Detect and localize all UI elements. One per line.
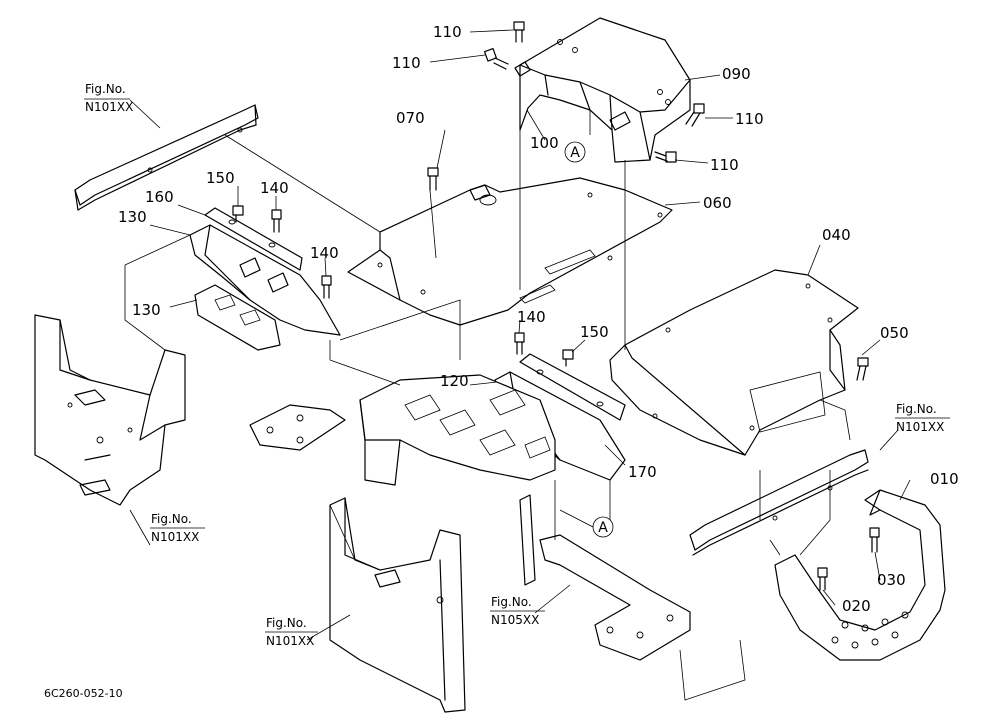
part-090-fender-cover	[514, 17, 691, 163]
bolt-150-centre	[562, 349, 574, 367]
fig-ref-upper-left: Fig.No. N101XX	[84, 82, 133, 114]
part-040-floor-plate	[609, 269, 859, 456]
label-090: 090	[722, 65, 751, 83]
label-135: 130	[132, 301, 161, 319]
label-070: 070	[396, 109, 425, 127]
label-140-left-lower: 140	[310, 244, 339, 262]
bolt-110-bottom	[654, 151, 677, 163]
label-030: 030	[877, 571, 906, 589]
fig-number: N105XX	[491, 613, 539, 627]
fig-label: Fig.No.	[491, 595, 532, 609]
fig-number: N101XX	[266, 634, 314, 648]
step-frame	[249, 374, 556, 486]
label-110-left: 110	[392, 54, 421, 72]
part-170-strip	[519, 353, 626, 421]
fig-label: Fig.No.	[896, 402, 937, 416]
part-060-floor-plate	[347, 177, 673, 326]
ref-marker-upper: A	[564, 141, 586, 163]
bolt-110-right	[685, 103, 705, 127]
lower-frame-n105	[519, 494, 691, 661]
drawing-code: 6C260-052-10	[44, 687, 123, 700]
part-130-side-bracket	[189, 224, 341, 336]
rail-upper-left	[74, 104, 259, 211]
leader-lines	[129, 29, 911, 641]
bolt-110-left	[483, 47, 509, 70]
label-020: 020	[842, 597, 871, 615]
fig-ref-lower-left: Fig.No. N101XX	[150, 512, 205, 544]
label-150-left: 150	[206, 169, 235, 187]
label-110-right: 110	[735, 110, 764, 128]
bolt-110-top	[513, 21, 525, 43]
bolt-140-left-lower	[321, 275, 332, 299]
fig-number: N101XX	[896, 420, 944, 434]
bolt-140-left-upper	[271, 209, 282, 233]
bolt-030	[869, 527, 880, 553]
fig-label: Fig.No.	[151, 512, 192, 526]
part-160-strip	[204, 207, 303, 271]
ref-marker-letter: A	[570, 145, 580, 161]
rail-right	[689, 449, 869, 556]
fig-number: N101XX	[85, 100, 133, 114]
label-120: 120	[440, 372, 469, 390]
label-010: 010	[930, 470, 959, 488]
label-100: 100	[530, 134, 559, 152]
left-upright-lower	[34, 314, 186, 506]
ref-marker-lower: A	[592, 516, 614, 538]
part-labels: 110 110 090 110 110 100 070 060 040 050 …	[118, 23, 959, 615]
label-040: 040	[822, 226, 851, 244]
label-140-centre: 140	[517, 308, 546, 326]
fig-ref-bottom-centre: Fig.No. N101XX	[265, 616, 318, 648]
fig-ref-n105: Fig.No. N105XX	[490, 595, 545, 627]
label-130: 130	[118, 208, 147, 226]
fig-label: Fig.No.	[85, 82, 126, 96]
fig-ref-right: Fig.No. N101XX	[895, 402, 950, 434]
bolt-070	[427, 167, 439, 191]
label-140-left-upper: 140	[260, 179, 289, 197]
centre-upright-lower	[329, 497, 466, 713]
label-060: 060	[703, 194, 732, 212]
part-135-pad	[194, 284, 281, 351]
fig-number: N101XX	[151, 530, 199, 544]
label-150-centre: 150	[580, 323, 609, 341]
label-050: 050	[880, 324, 909, 342]
bolt-020	[817, 567, 828, 591]
label-170: 170	[628, 463, 657, 481]
part-010-step	[774, 489, 946, 661]
bolt-140-centre	[514, 332, 525, 355]
projection-lines	[124, 100, 851, 701]
label-110-bottom: 110	[710, 156, 739, 174]
bolt-050	[856, 357, 869, 381]
ref-marker-letter: A	[598, 520, 608, 536]
fig-label: Fig.No.	[266, 616, 307, 630]
label-110-top: 110	[433, 23, 462, 41]
label-160: 160	[145, 188, 174, 206]
